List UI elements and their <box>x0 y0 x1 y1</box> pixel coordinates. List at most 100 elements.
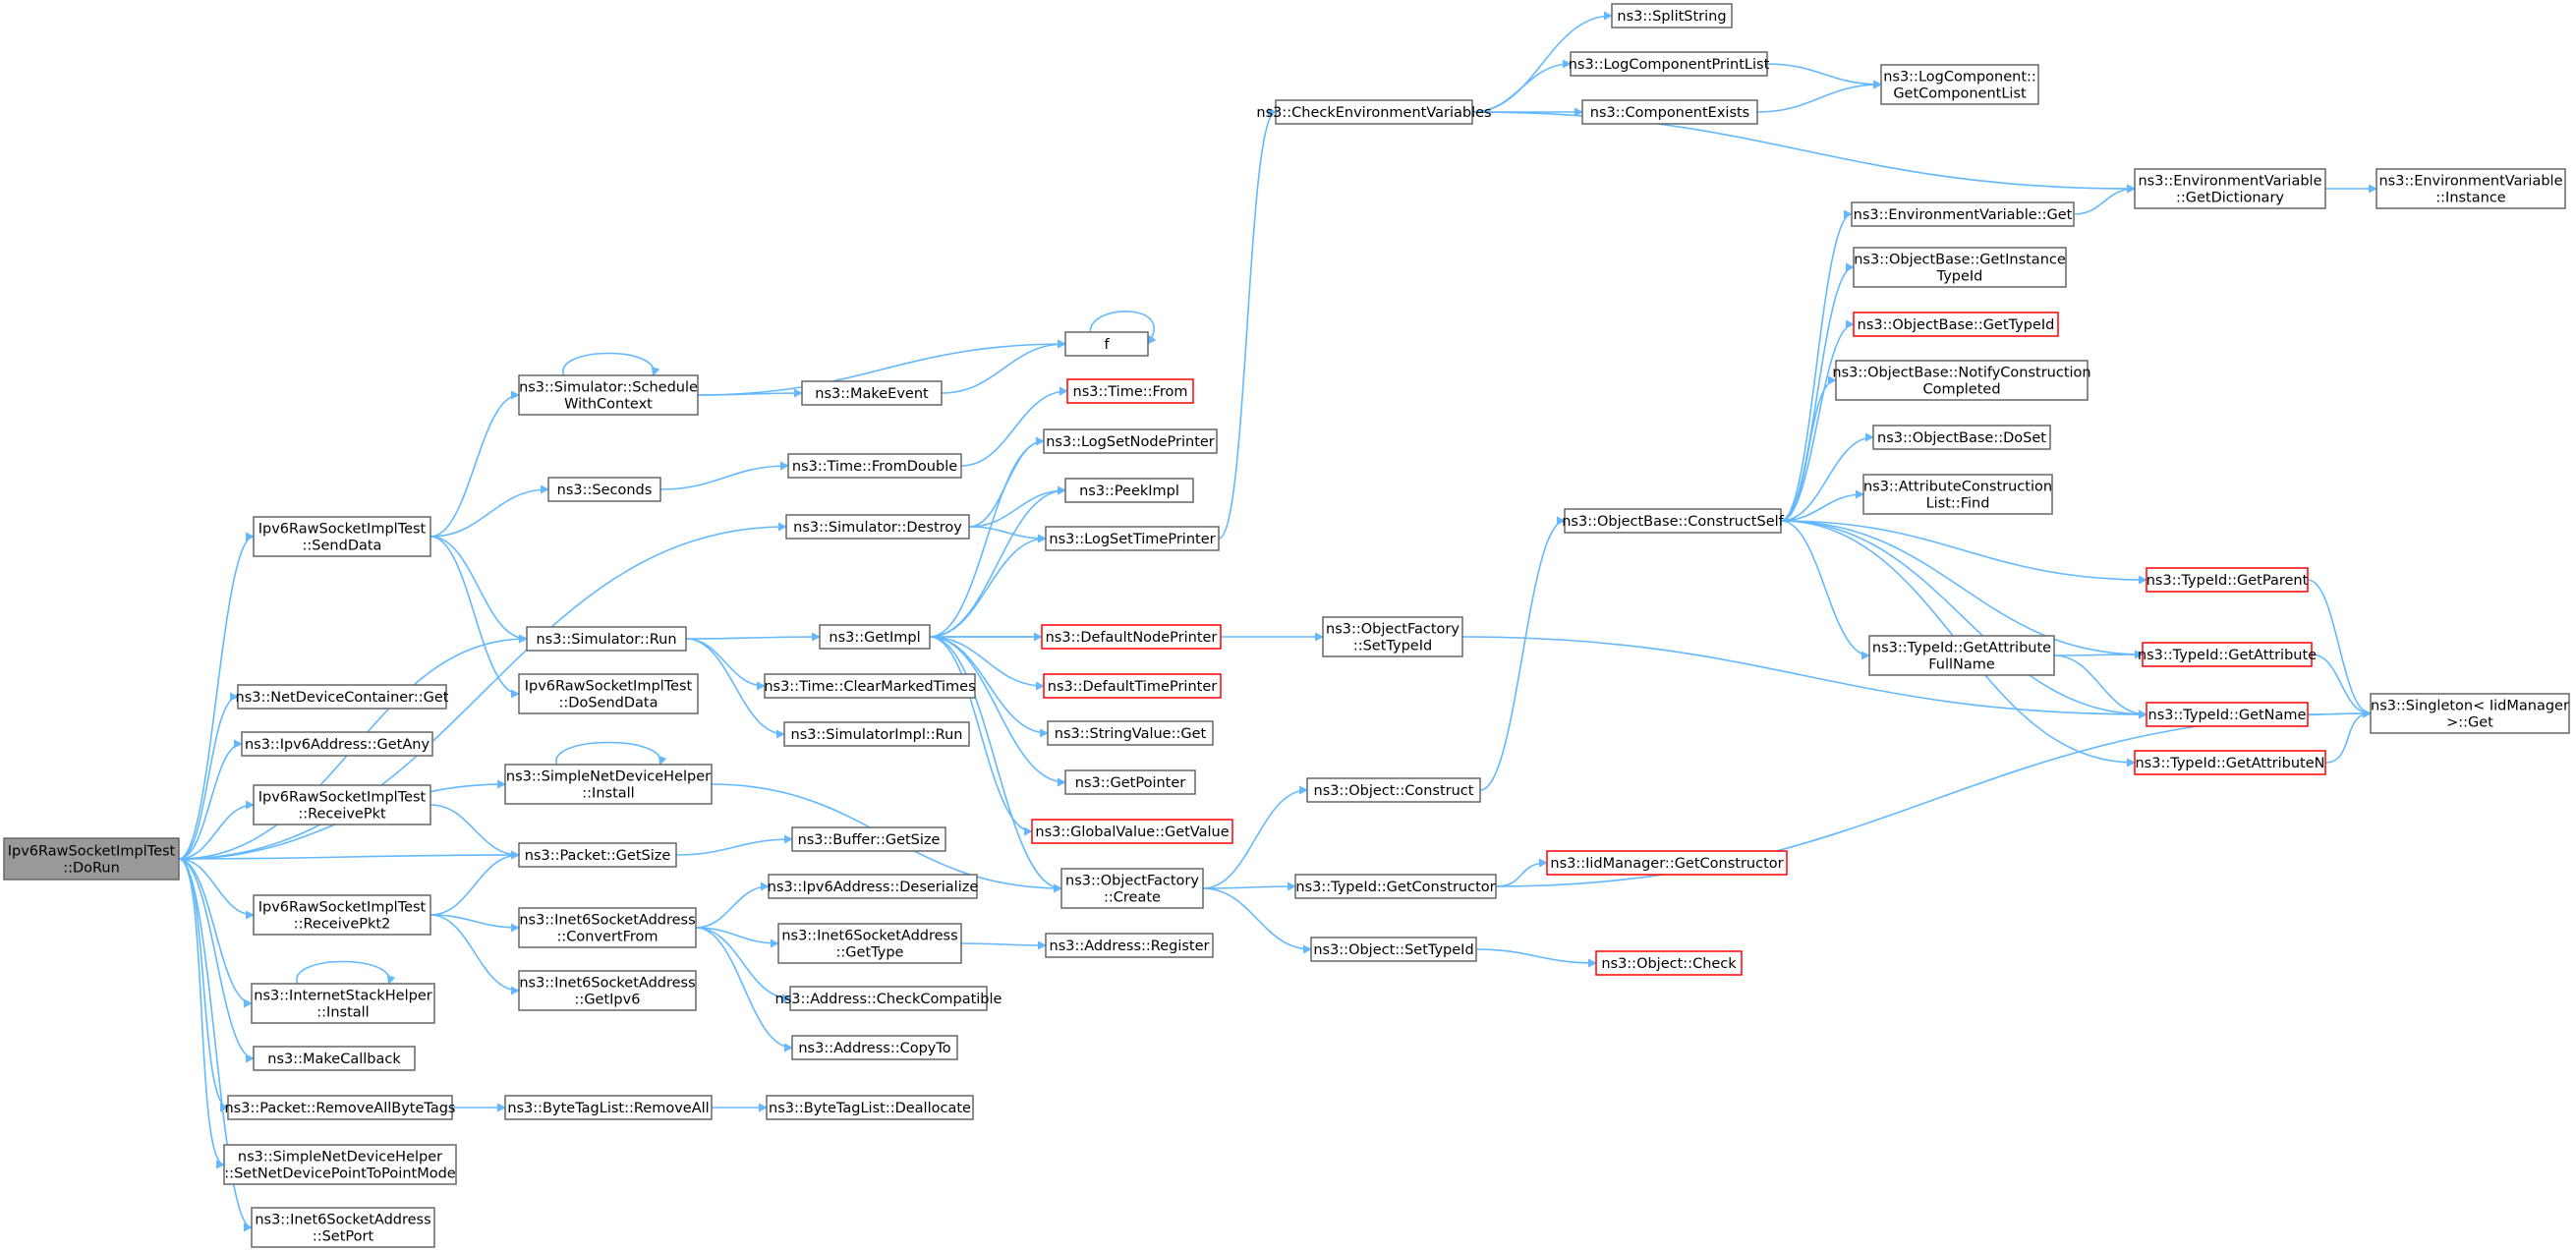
node-envvar-instance[interactable]: ns3::EnvironmentVariable::Instance <box>2376 168 2566 209</box>
edge-i6sa-convertfrom-to-addr-checkcompatible <box>695 927 791 1003</box>
edge-tid-getattributefullname-to-tid-getattribute <box>2053 650 2144 659</box>
node-peekimpl[interactable]: ns3::PeekImpl <box>1064 478 1194 503</box>
node-label: ns3::Simulator::Destroy <box>793 520 962 536</box>
node-ipv6-deserialize[interactable]: ns3::Ipv6Address::Deserialize <box>768 874 979 899</box>
node-i6sa-gettype[interactable]: ns3::Inet6SocketAddress::GetType <box>777 923 962 964</box>
node-i6sa-setport[interactable]: ns3::Inet6SocketAddress::SetPort <box>251 1207 435 1248</box>
node-box <box>253 1046 416 1071</box>
node-clearmarkedtimes[interactable]: ns3::Time::ClearMarkedTimes <box>764 673 976 699</box>
node-globalvalue-getvalue[interactable]: ns3::GlobalValue::GetValue <box>1031 819 1233 844</box>
node-receivepkt2[interactable]: Ipv6RawSocketImplTest::ReceivePkt2 <box>253 894 431 936</box>
node-of-create[interactable]: ns3::ObjectFactory::Create <box>1060 868 1204 909</box>
node-label: GetComponentList <box>1893 86 2027 102</box>
edge-root-to-receivepkt <box>178 800 255 860</box>
node-ob-notifyconstructioncompleted[interactable]: ns3::ObjectBase::NotifyConstructionCompl… <box>1832 360 2091 401</box>
node-obj-check[interactable]: ns3::Object::Check <box>1595 950 1743 976</box>
node-label: WithContext <box>564 397 653 413</box>
node-tid-getconstructor[interactable]: ns3::TypeId::GetConstructor <box>1294 874 1497 899</box>
node-box <box>1310 937 1477 962</box>
node-getpointer[interactable]: ns3::GetPointer <box>1064 769 1196 795</box>
node-tid-getparent[interactable]: ns3::TypeId::GetParent <box>2146 567 2309 593</box>
node-envvar-getdictionary[interactable]: ns3::EnvironmentVariable::GetDictionary <box>2134 168 2326 209</box>
node-logcomp-getcomplist[interactable]: ns3::LogComponent::GetComponentList <box>1880 64 2039 105</box>
node-i6sa-getipv6[interactable]: ns3::Inet6SocketAddress::GetIpv6 <box>518 970 697 1011</box>
node-btl-removeall[interactable]: ns3::ByteTagList::RemoveAll <box>504 1095 713 1120</box>
node-tid-getattribute[interactable]: ns3::TypeId::GetAttribute <box>2138 642 2317 667</box>
node-removeallbytetags[interactable]: ns3::Packet::RemoveAllByteTags <box>224 1095 456 1120</box>
node-addr-checkcompatible[interactable]: ns3::Address::CheckCompatible <box>775 986 1002 1011</box>
node-tid-getname[interactable]: ns3::TypeId::GetName <box>2146 702 2309 727</box>
node-stringvalue-get[interactable]: ns3::StringValue::Get <box>1047 720 1214 746</box>
node-label: ns3::ObjectBase::GetTypeId <box>1858 317 2055 333</box>
node-btl-deallocate[interactable]: ns3::ByteTagList::Deallocate <box>766 1095 974 1120</box>
node-label: ns3::TypeId::GetAttributeN <box>2135 756 2324 771</box>
node-time-from[interactable]: ns3::Time::From <box>1066 378 1194 404</box>
node-label: ns3::TypeId::GetAttribute <box>1872 641 2051 656</box>
node-i6sa-convertfrom[interactable]: ns3::Inet6SocketAddress::ConvertFrom <box>518 907 697 948</box>
node-label: FullName <box>1928 657 1995 673</box>
node-box <box>241 731 433 757</box>
node-sndh-install[interactable]: ns3::SimpleNetDeviceHelper::Install <box>504 764 713 805</box>
edge-f-to-f <box>1089 311 1157 345</box>
node-label: ::SetNetDevicePointToPointMode <box>224 1166 455 1182</box>
node-box <box>791 826 946 852</box>
node-defaultnodeprinter[interactable]: ns3::DefaultNodePrinter <box>1041 624 1222 650</box>
node-ob-gettypeid[interactable]: ns3::ObjectBase::GetTypeId <box>1853 312 2059 337</box>
node-checkenvvars[interactable]: ns3::CheckEnvironmentVariables <box>1256 99 1492 125</box>
node-tid-getattributen[interactable]: ns3::TypeId::GetAttributeN <box>2134 750 2326 775</box>
node-label: ::SetTypeId <box>1353 639 1432 654</box>
node-dosenddata[interactable]: Ipv6RawSocketImplTest::DoSendData <box>518 673 699 714</box>
node-packet-getsize[interactable]: ns3::Packet::GetSize <box>518 842 677 868</box>
node-receivepkt[interactable]: Ipv6RawSocketImplTest::ReceivePkt <box>253 784 431 825</box>
node-box <box>518 673 699 714</box>
node-getimpl[interactable]: ns3::GetImpl <box>819 624 931 650</box>
node-envvar-get[interactable]: ns3::EnvironmentVariable::Get <box>1851 201 2075 227</box>
node-label: ns3::ObjectFactory <box>1326 622 1460 638</box>
node-box <box>518 374 699 416</box>
node-obj-construct[interactable]: ns3::Object::Construct <box>1306 777 1481 803</box>
node-singleton-get[interactable]: ns3::Singleton< IidManager >::Get <box>2370 693 2570 734</box>
nodes-layer: Ipv6RawSocketImplTest::DoRunIpv6RawSocke… <box>3 3 2570 1248</box>
node-iidm-getconstructor[interactable]: ns3::IidManager::GetConstructor <box>1546 850 1788 876</box>
node-logcompprintlist[interactable]: ns3::LogComponentPrintList <box>1569 51 1770 77</box>
node-addr-register[interactable]: ns3::Address::Register <box>1045 933 1214 958</box>
node-buffer-getsize[interactable]: ns3::Buffer::GetSize <box>791 826 946 852</box>
node-box <box>1570 51 1768 77</box>
edge-root-to-sim-destroy <box>178 522 787 860</box>
node-box <box>251 983 435 1024</box>
node-root[interactable]: Ipv6RawSocketImplTest::DoRun <box>3 837 180 881</box>
node-seconds[interactable]: ns3::Seconds <box>547 477 661 502</box>
node-time-fromdouble[interactable]: ns3::Time::FromDouble <box>787 453 962 479</box>
node-of-settypeid[interactable]: ns3::ObjectFactory::SetTypeId <box>1322 616 1463 657</box>
node-makecallback[interactable]: ns3::MakeCallback <box>253 1046 416 1071</box>
node-makeevent[interactable]: ns3::MakeEvent <box>801 380 943 406</box>
node-sndh-setp2p[interactable]: ns3::SimpleNetDeviceHelper::SetNetDevice… <box>223 1144 457 1185</box>
node-componentexists[interactable]: ns3::ComponentExists <box>1581 99 1758 125</box>
node-ish-install[interactable]: ns3::InternetStackHelper::Install <box>251 983 435 1024</box>
node-sim-run[interactable]: ns3::Simulator::Run <box>526 626 687 652</box>
node-box <box>1045 526 1220 551</box>
node-logsetnodeprinter[interactable]: ns3::LogSetNodePrinter <box>1043 428 1218 454</box>
node-sim-destroy[interactable]: ns3::Simulator::Destroy <box>785 514 970 540</box>
edge-seconds-to-time-fromdouble <box>659 461 789 490</box>
node-box <box>1064 478 1194 503</box>
node-addr-copyto[interactable]: ns3::Address::CopyTo <box>791 1035 958 1060</box>
node-senddata[interactable]: Ipv6RawSocketImplTest::SendData <box>253 516 431 557</box>
node-ob-doset[interactable]: ns3::ObjectBase::DoSet <box>1872 425 2051 450</box>
node-logsettimeprinter[interactable]: ns3::LogSetTimePrinter <box>1045 526 1220 551</box>
node-label: ::SendData <box>303 539 382 554</box>
node-ndc-get[interactable]: ns3::NetDeviceContainer::Get <box>236 684 449 710</box>
node-simimpl-run[interactable]: ns3::SimulatorImpl::Run <box>783 721 970 747</box>
node-defaulttimeprinter[interactable]: ns3::DefaultTimePrinter <box>1043 673 1222 699</box>
node-box <box>801 380 943 406</box>
node-splitstring[interactable]: ns3::SplitString <box>1611 3 1733 28</box>
node-ipv6-getany[interactable]: ns3::Ipv6Address::GetAny <box>241 731 433 757</box>
node-label: ns3::Address::CheckCompatible <box>775 992 1002 1007</box>
node-ob-constructself[interactable]: ns3::ObjectBase::ConstructSelf <box>1562 508 1785 534</box>
node-obj-settypeid[interactable]: ns3::Object::SetTypeId <box>1310 937 1477 962</box>
node-f[interactable]: f <box>1064 331 1149 357</box>
